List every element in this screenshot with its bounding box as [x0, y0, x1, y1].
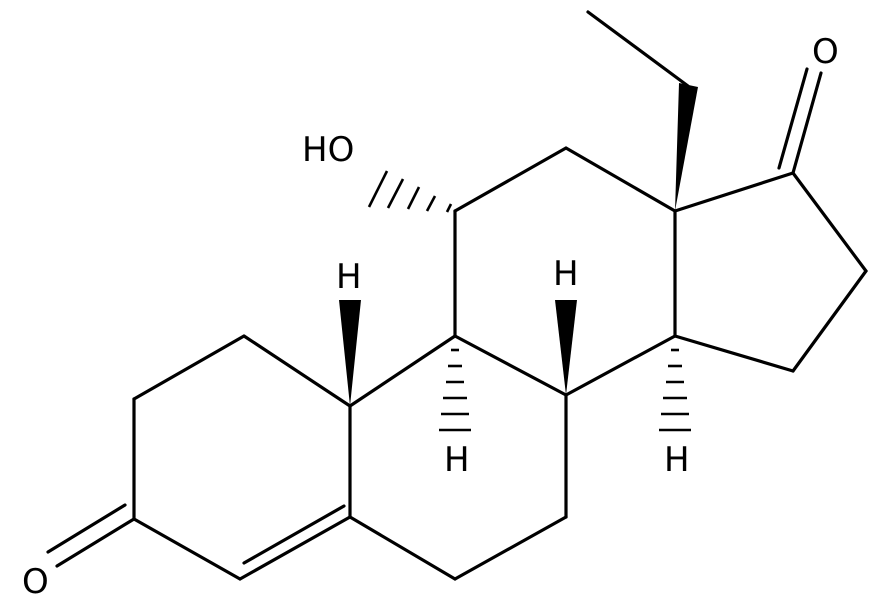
hash-bond-h-c9	[439, 348, 471, 432]
bond	[132, 517, 242, 581]
bond	[586, 10, 690, 88]
bond	[242, 334, 352, 408]
hash-bond-hydroxyl	[367, 170, 453, 213]
bond	[791, 171, 868, 273]
bond-c17-o	[791, 71, 823, 175]
bond	[348, 515, 457, 581]
hydrogen-label-c8: H	[553, 254, 579, 294]
bond-double-inner	[242, 504, 346, 565]
bond	[673, 171, 795, 213]
bond	[564, 146, 677, 213]
ring-d	[673, 67, 868, 373]
bond-c3-o	[55, 517, 136, 568]
bond	[791, 269, 868, 373]
ring-a	[46, 334, 352, 581]
wedge-bond-h-c8	[555, 300, 577, 395]
ring-b	[348, 334, 568, 581]
ethyl-group	[586, 10, 698, 211]
hydrogen-label-c9: H	[444, 440, 470, 480]
ring-c	[453, 146, 677, 397]
bond	[453, 515, 568, 581]
oxygen-label-c17: O	[812, 32, 839, 72]
bond	[453, 146, 568, 213]
bond-c17-o	[777, 67, 809, 170]
wedge-bond-h-c10	[339, 300, 361, 406]
oxygen-label-c3: O	[22, 562, 49, 602]
bond	[673, 334, 795, 373]
bond	[132, 334, 246, 401]
bond	[238, 515, 352, 581]
wedge-bond	[675, 83, 698, 211]
bond	[453, 334, 568, 397]
hydroxyl-label: HO	[302, 130, 354, 170]
hash-bond-h-c14	[659, 348, 691, 432]
bond	[564, 334, 677, 397]
bond-c3-o	[46, 503, 127, 554]
bond	[348, 334, 457, 408]
hydrogen-label-c14: H	[664, 440, 690, 480]
hydrogen-label-c10: H	[336, 257, 362, 297]
